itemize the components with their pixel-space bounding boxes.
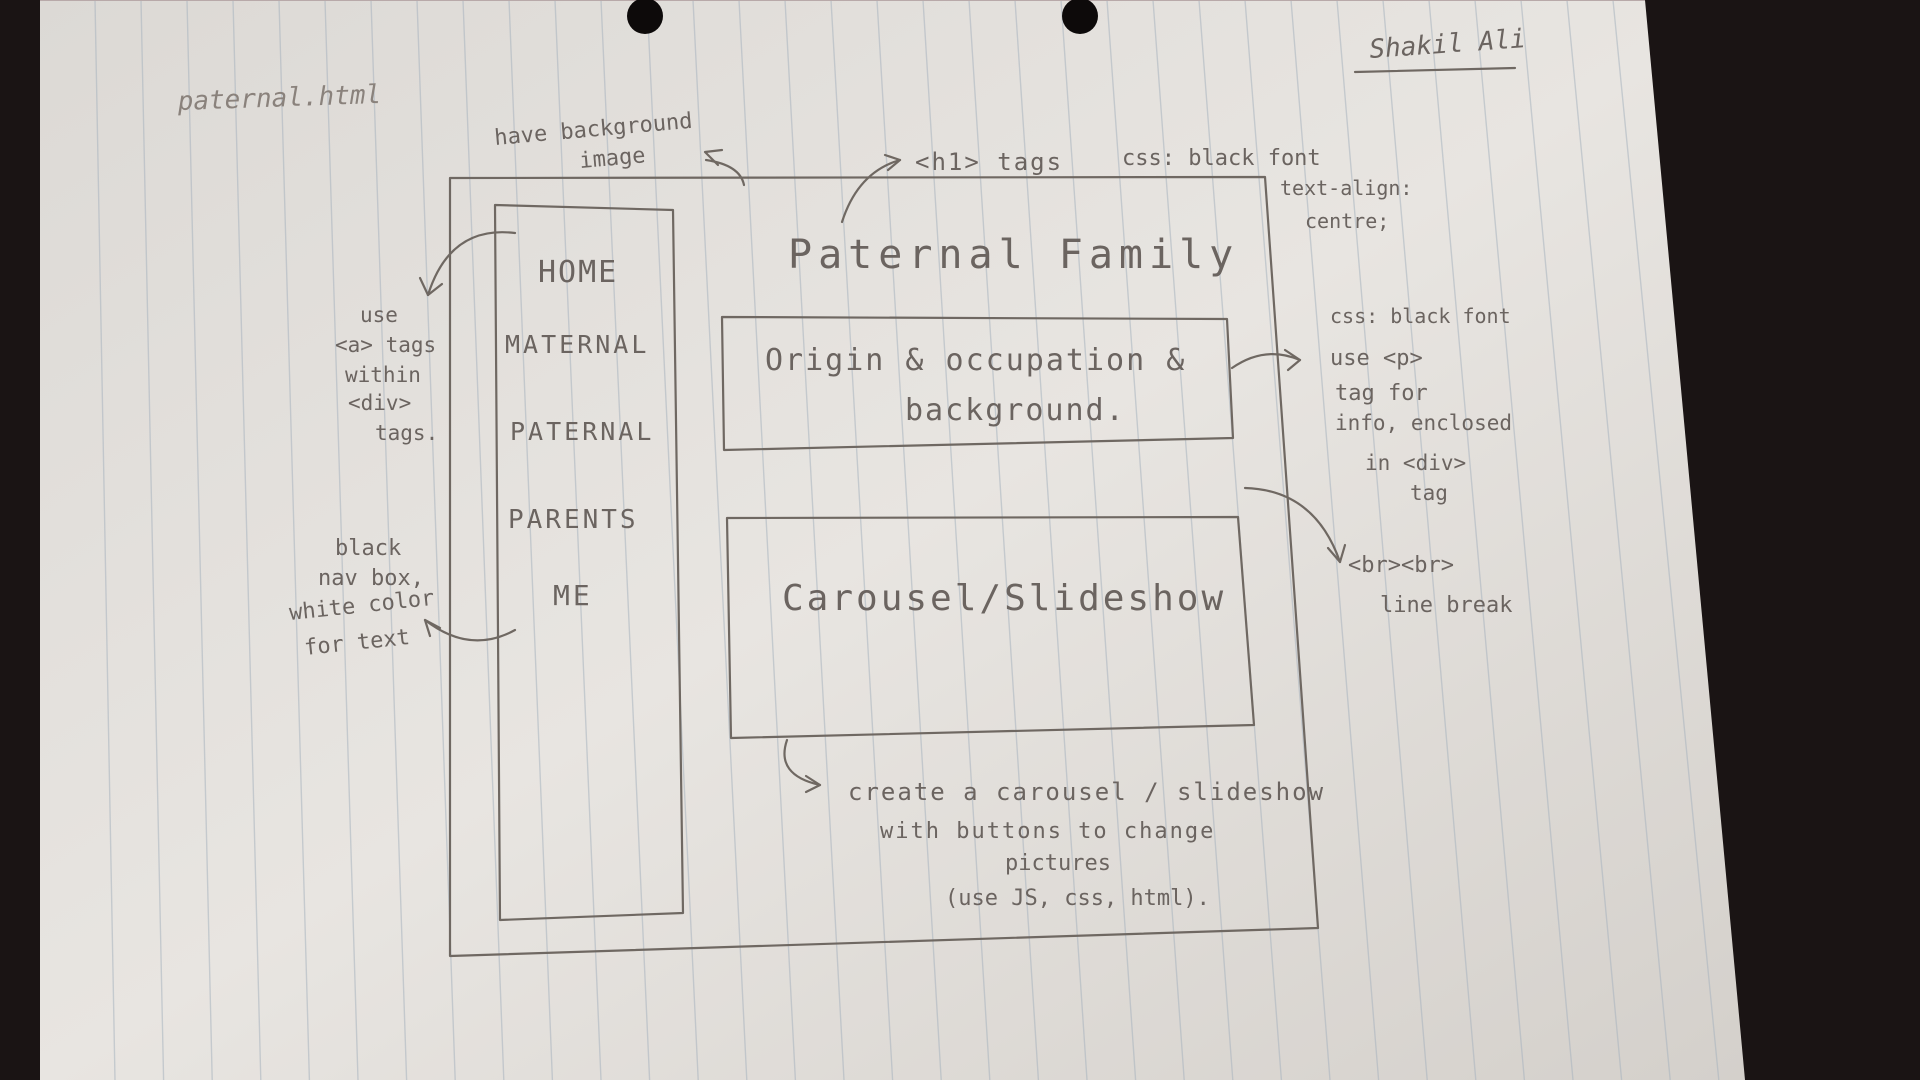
ruled-line <box>462 0 505 1080</box>
ruled-line <box>278 0 311 1080</box>
ruled-line <box>1060 0 1137 1080</box>
ruled-line <box>1474 0 1574 1080</box>
svg-text:<div>: <div> <box>348 391 411 415</box>
ruled-line <box>1566 0 1671 1080</box>
punch-hole <box>1062 0 1098 34</box>
svg-text:black: black <box>335 536 401 561</box>
nav-box <box>493 203 685 922</box>
ruled-line <box>784 0 845 1080</box>
ruled-line <box>738 0 797 1080</box>
info-box-line2: background. <box>905 393 1126 428</box>
svg-text:tag: tag <box>1410 481 1448 505</box>
ruled-line <box>1336 0 1428 1080</box>
info-css-note: css: black font use <p> tag for info, en… <box>1330 304 1512 505</box>
svg-text:tag for: tag for <box>1335 381 1428 406</box>
svg-text:centre;: centre; <box>1305 209 1389 233</box>
carousel-box <box>725 515 1256 740</box>
svg-text:tags.: tags. <box>375 421 438 445</box>
ruled-line <box>876 0 942 1080</box>
ruled-line <box>600 0 651 1080</box>
ruled-line <box>370 0 408 1080</box>
svg-text:nav box,: nav box, <box>318 566 424 591</box>
svg-text:pictures: pictures <box>1005 851 1111 876</box>
ruled-line <box>508 0 554 1080</box>
svg-text:use <p>: use <p> <box>1330 346 1423 371</box>
ruled-line <box>830 0 894 1080</box>
line-break-note: <br><br> line break <box>1348 553 1512 618</box>
nav-item-parents[interactable]: PARENTS <box>508 505 639 535</box>
ruled-line <box>1290 0 1380 1080</box>
nav-item-paternal[interactable]: PATERNAL <box>510 417 654 446</box>
paper-sheet <box>40 0 1745 1080</box>
ruled-line <box>186 0 213 1080</box>
ruled-line <box>94 0 116 1080</box>
title-css-note: css: black font text-align: centre; <box>1122 146 1412 233</box>
nav-links-note: use <a> tags within <div> tags. <box>335 303 438 445</box>
ruled-line <box>140 0 165 1080</box>
svg-text:use: use <box>360 303 398 327</box>
svg-text:<a> tags: <a> tags <box>335 333 436 357</box>
page-title: Paternal Family <box>788 232 1239 278</box>
ruled-line <box>416 0 456 1080</box>
ruled-line <box>1014 0 1088 1080</box>
svg-text:within: within <box>345 363 421 387</box>
info-box-line1: Origin & occupation & <box>765 343 1186 378</box>
svg-text:line break: line break <box>1380 593 1512 618</box>
ruled-line <box>692 0 748 1080</box>
svg-text:info, enclosed: info, enclosed <box>1335 411 1512 435</box>
nav-item-home[interactable]: HOME <box>538 255 618 290</box>
ruled-line <box>1428 0 1526 1080</box>
nav-item-maternal[interactable]: MATERNAL <box>505 330 649 359</box>
nav-menu: HOME MATERNAL PATERNAL PARENTS ME <box>505 255 654 612</box>
punch-hole <box>627 0 663 34</box>
svg-text:with buttons to change: with buttons to change <box>880 819 1215 844</box>
page-frame <box>448 175 1320 958</box>
ruled-line <box>232 0 262 1080</box>
background-note-line2: image <box>578 143 646 174</box>
ruled-lines <box>94 0 1720 1080</box>
ruled-line <box>1382 0 1477 1080</box>
svg-text:<br><br>: <br><br> <box>1348 553 1454 578</box>
ruled-line <box>1520 0 1623 1080</box>
svg-text:(use JS, css, html).: (use JS, css, html). <box>945 886 1210 911</box>
carousel-label: Carousel/Slideshow <box>782 578 1226 619</box>
info-box <box>720 315 1235 452</box>
ruled-line <box>646 0 699 1080</box>
carousel-note: create a carousel / slideshow with butto… <box>848 778 1325 911</box>
svg-text:css: black font: css: black font <box>1122 146 1321 171</box>
ruled-line <box>1612 0 1720 1080</box>
ruled-line <box>1152 0 1234 1080</box>
ruled-line <box>968 0 1040 1080</box>
nav-item-me[interactable]: ME <box>553 579 593 612</box>
svg-text:css: black font: css: black font <box>1330 304 1511 328</box>
ruled-line <box>1106 0 1185 1080</box>
ruled-line <box>554 0 602 1080</box>
svg-text:text-align:: text-align: <box>1280 176 1412 200</box>
filename-label: paternal.html <box>176 80 381 117</box>
h1-note: <h1> tags <box>915 148 1063 176</box>
svg-text:in <div>: in <div> <box>1365 451 1466 475</box>
ruled-line <box>922 0 991 1080</box>
svg-text:create a carousel / slideshow: create a carousel / slideshow <box>848 778 1325 806</box>
ruled-line <box>324 0 359 1080</box>
